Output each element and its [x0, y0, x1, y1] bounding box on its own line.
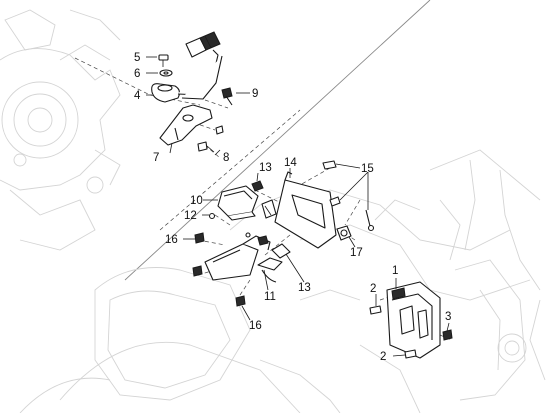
callout-12: 12	[184, 210, 197, 222]
callout-6: 6	[134, 68, 140, 80]
callout-4: 4	[134, 90, 141, 102]
engine-ghost-outline	[0, 9, 121, 251]
callout-3: 3	[445, 311, 451, 323]
callout-15: 15	[361, 163, 374, 175]
controller-part-1	[386, 281, 441, 359]
callout-2-upper: 2	[370, 283, 376, 295]
sensor-part-4	[151, 31, 223, 103]
callout-16-lower: 16	[249, 320, 262, 332]
callout-16-upper: 16	[165, 234, 178, 246]
callout-leader-lines	[146, 56, 450, 357]
mount-bracket-part-14	[274, 171, 337, 249]
callout-1: 1	[392, 265, 398, 277]
callout-2-lower: 2	[380, 351, 386, 363]
callout-13-upper: 13	[259, 162, 272, 174]
callout-5: 5	[134, 52, 140, 64]
screws-part-8	[197, 125, 224, 153]
callout-9: 9	[252, 88, 258, 100]
callout-13-lower: 13	[298, 282, 311, 294]
callout-17: 17	[350, 247, 363, 259]
control-module-part-10	[217, 185, 259, 221]
clip-part-9	[221, 87, 233, 106]
screw-part-5	[158, 54, 169, 67]
connector-part-13-upper	[251, 180, 277, 219]
connector-part-13-lower	[271, 243, 291, 259]
section-divider-line	[124, 0, 431, 281]
grommet-part-17	[336, 225, 352, 241]
bracket-part-7	[159, 104, 213, 146]
callout-7: 7	[153, 152, 159, 164]
screw-part-12	[208, 212, 216, 220]
callout-11: 11	[264, 291, 276, 303]
callout-8: 8	[223, 152, 229, 164]
clips-part-16	[192, 232, 246, 307]
screws-part-2	[369, 305, 417, 359]
ecu-module-part-11	[204, 232, 283, 283]
bolts-part-15	[322, 160, 375, 232]
callout-labels: 5 6 4 9 7 8 13 14 15 10 12 16 17 1 11 13…	[134, 52, 451, 363]
callout-10: 10	[190, 195, 203, 207]
callout-14: 14	[284, 157, 297, 169]
clip-part-3	[442, 329, 453, 341]
washer-part-6	[159, 69, 173, 77]
